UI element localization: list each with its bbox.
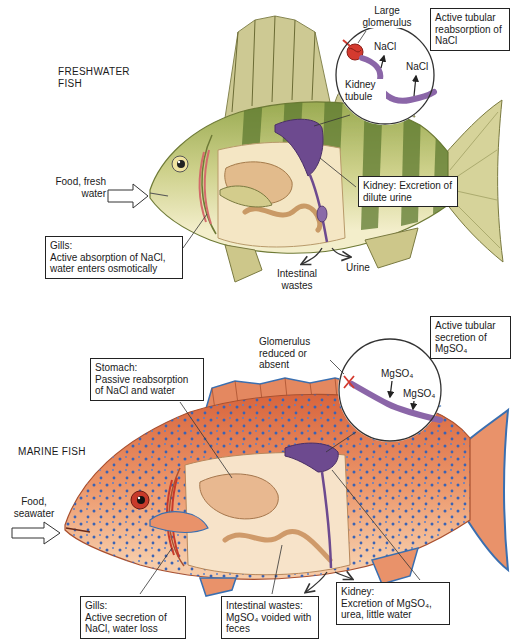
- input-label: Food, fresh water: [50, 176, 106, 199]
- input-label: Food, seawater: [6, 496, 62, 519]
- box-heading: Stomach:: [95, 362, 199, 374]
- box-heading: Kidney:: [341, 586, 445, 598]
- kidney-inset: [330, 338, 442, 442]
- freshwater-fish: [150, 16, 503, 282]
- waste-arrow: [302, 248, 322, 264]
- inset-circle-outline: [339, 339, 441, 441]
- callout-box: Gills:Active absorption of NaCl, water e…: [45, 236, 183, 279]
- callout-box: Intestinal wastes:MgSO₄ voided with fece…: [221, 596, 319, 639]
- urine-arrow: [335, 572, 352, 579]
- box-text: Passive reabsorption of NaCl and water: [95, 374, 199, 397]
- box-heading: Gills:: [50, 240, 178, 252]
- intake-arrow: [12, 522, 60, 544]
- ion-label: MgSO₄: [402, 388, 436, 400]
- part-label: Kidney tubule: [344, 79, 386, 102]
- box-text: Active secretion of NaCl, water loss: [85, 612, 181, 635]
- kidney-inset: [335, 25, 435, 125]
- fish-title: FRESHWATER FISH: [58, 66, 138, 89]
- box-text: Active tubular reabsorption of NaCl: [435, 12, 505, 47]
- box-text: Kidney: Excretion of dilute urine: [363, 180, 453, 203]
- callout-box: Stomach:Passive reabsorption of NaCl and…: [90, 358, 204, 401]
- ion-label: NaCl: [373, 41, 397, 53]
- inset-circle: Glomerulus reduced or absentMgSO₄MgSO₄: [338, 338, 442, 442]
- leader-lines: [140, 402, 420, 594]
- callout-box: Active tubular secretion of MgSO₄: [430, 316, 511, 359]
- ion-label: MgSO₄: [380, 368, 414, 380]
- output-label: Intestinal wastes: [270, 268, 324, 291]
- callout-box: Gills:Active secretion of NaCl, water lo…: [80, 596, 186, 639]
- leader-lines: [183, 115, 356, 248]
- part-label: Large glomerulus: [357, 5, 417, 28]
- urine-arrow: [332, 248, 350, 257]
- box-text: Active absorption of NaCl, water enters …: [50, 252, 178, 275]
- box-heading: Gills:: [85, 600, 181, 612]
- callout-box: Kidney:Excretion of MgSO₄, urea, little …: [336, 582, 450, 625]
- waste-arrow: [306, 572, 327, 592]
- box-text: Excretion of MgSO₄, urea, little water: [341, 598, 445, 621]
- inset-circle: Large glomerulusNaClNaClKidney tubule: [335, 25, 435, 125]
- box-text: MgSO₄ voided with feces: [226, 612, 314, 635]
- part-label: Glomerulus reduced or absent: [258, 336, 330, 371]
- callout-box: Active tubular reabsorption of NaCl: [430, 8, 510, 51]
- inset-circle-outline: [336, 26, 434, 124]
- ion-label: NaCl: [405, 61, 429, 73]
- callout-box: Kidney: Excretion of dilute urine: [358, 176, 458, 207]
- output-label: Urine: [346, 262, 386, 274]
- inset-outline: [335, 25, 435, 125]
- box-heading: Intestinal wastes:: [226, 600, 314, 612]
- marine-fish: [60, 378, 508, 596]
- box-text: Active tubular secretion of MgSO₄: [435, 320, 506, 355]
- intake-arrow: [108, 184, 148, 208]
- fish-title: MARINE FISH: [18, 446, 108, 458]
